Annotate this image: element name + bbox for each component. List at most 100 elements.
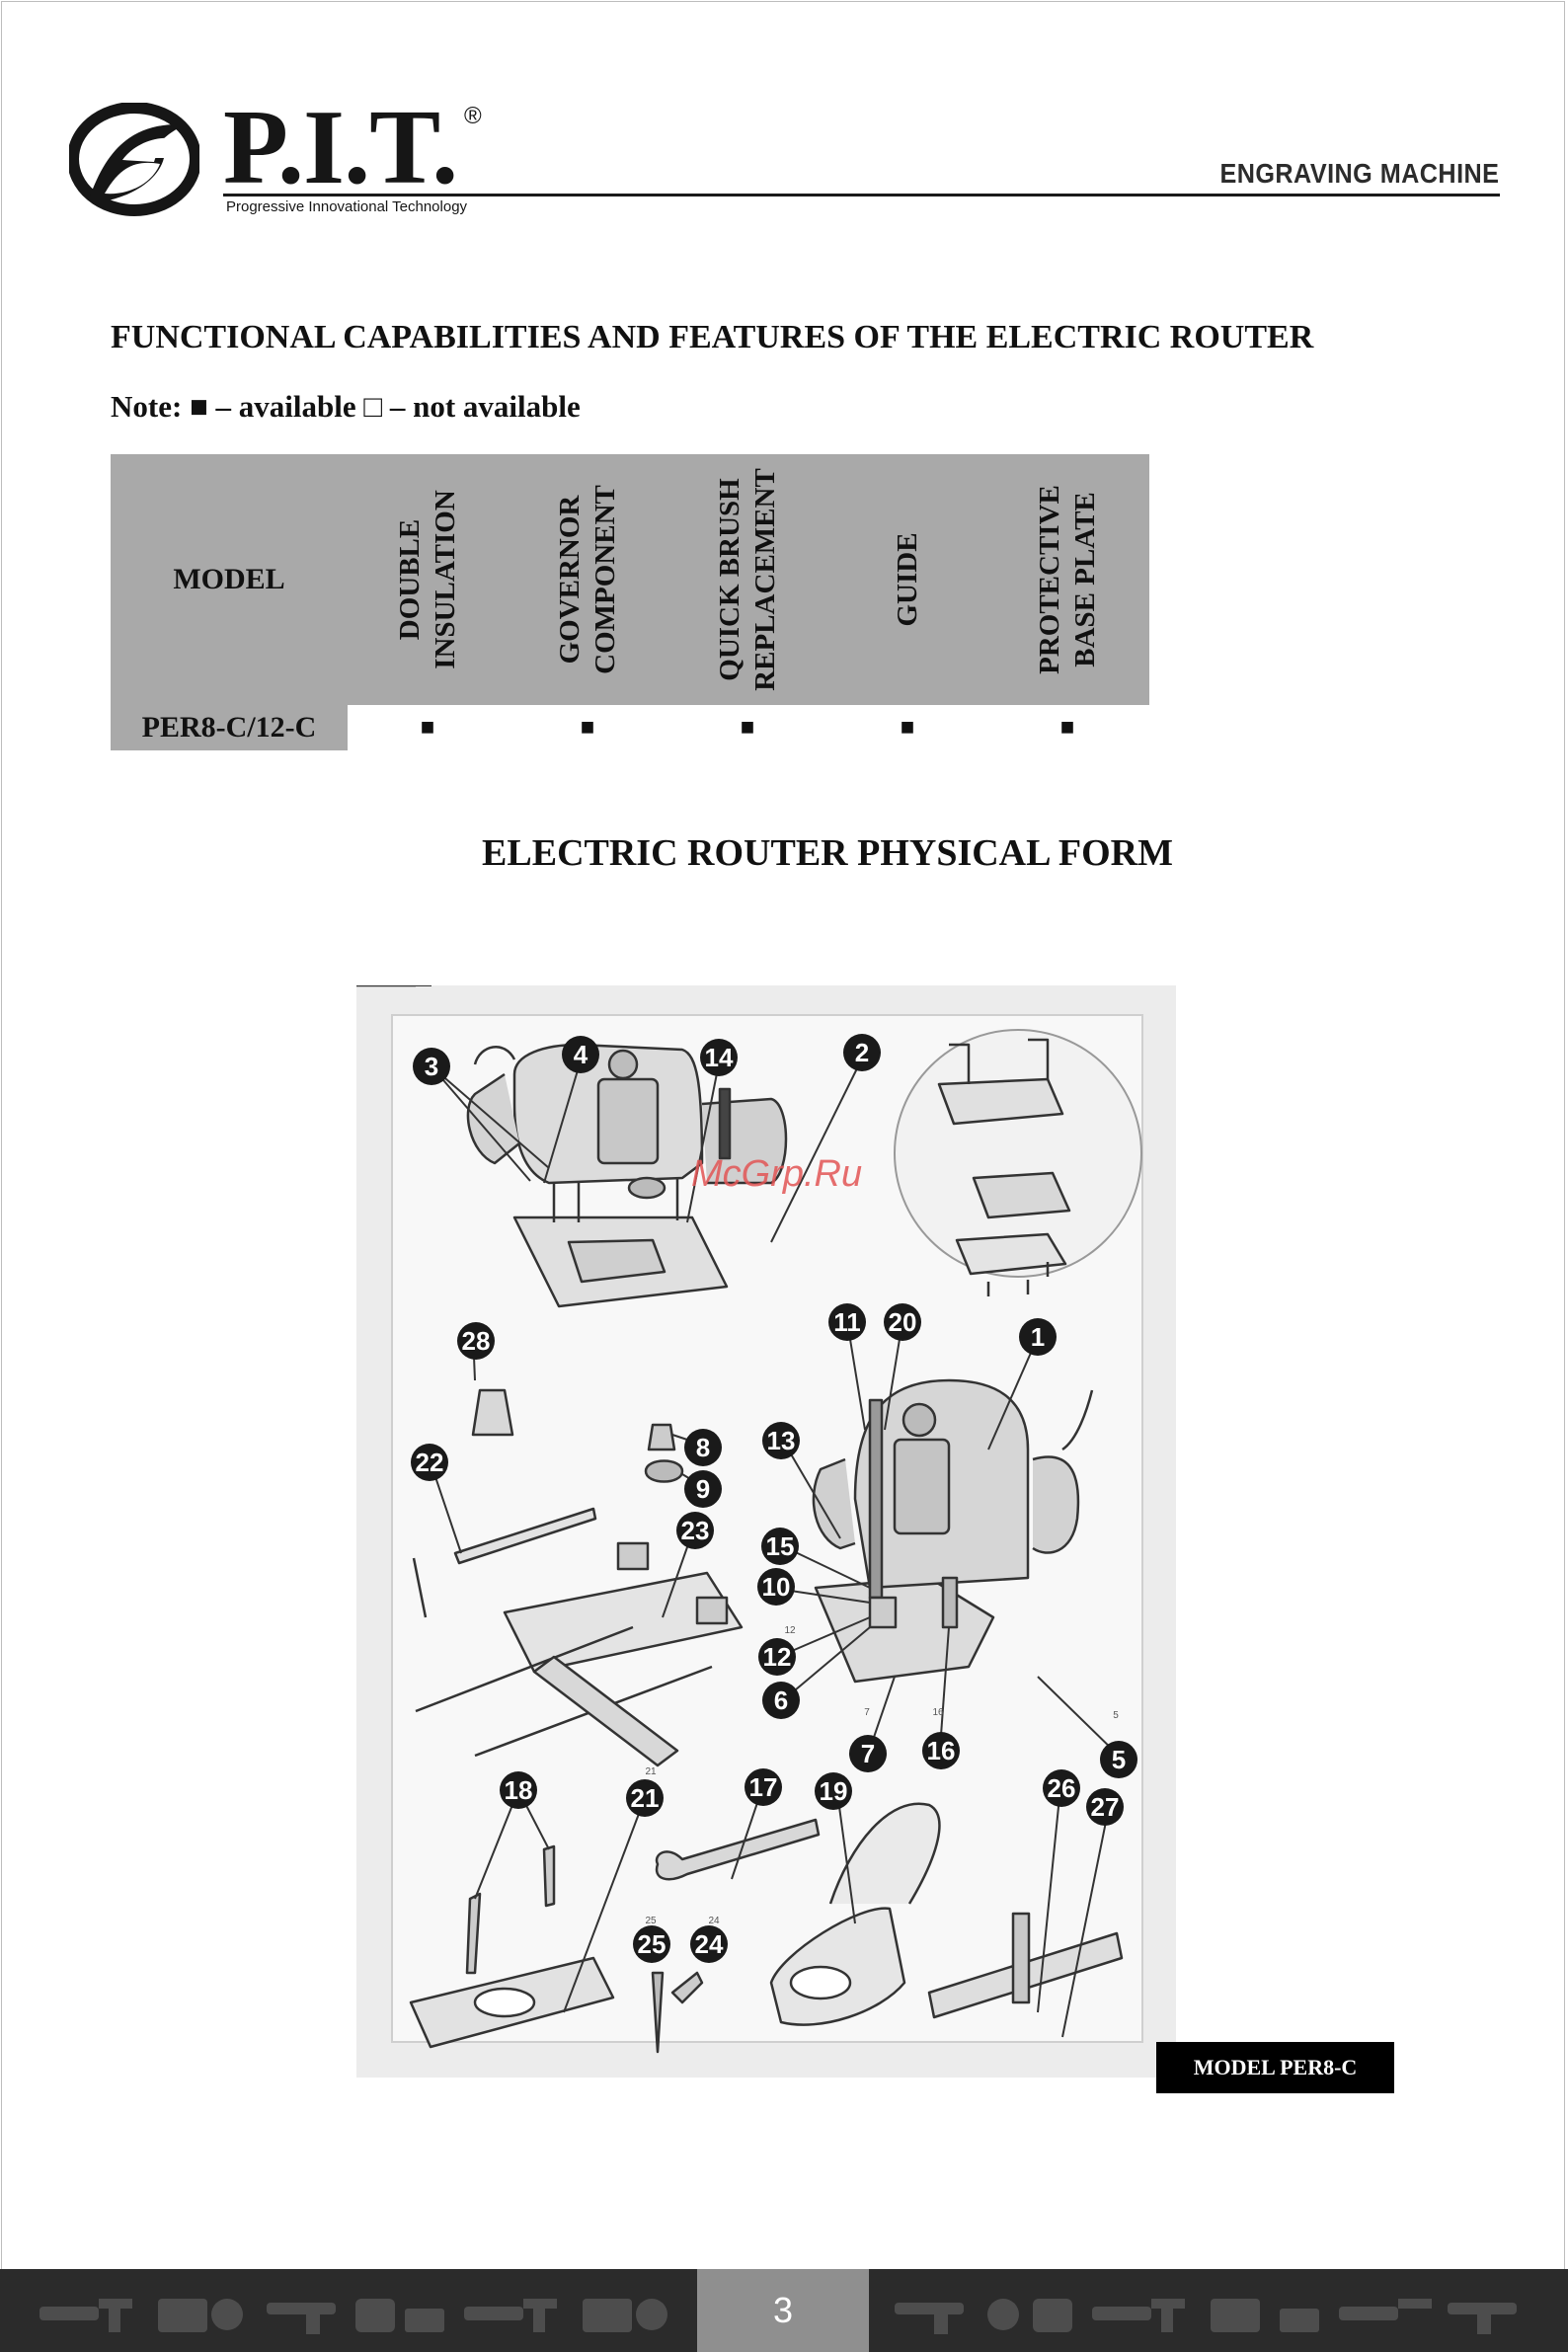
callout-20: 20 <box>884 1303 921 1341</box>
small-label-24: 24 <box>708 1916 720 1926</box>
callout-22: 22 <box>411 1444 448 1481</box>
callout-24: 24 <box>690 1925 728 1963</box>
table-header-model: MODEL <box>173 563 285 595</box>
table-header-double-insulation: DOUBLE INSULATION <box>394 490 461 669</box>
model-label: MODEL PER8-C <box>1156 2042 1394 2093</box>
small-label-16: 16 <box>932 1707 944 1718</box>
svg-text:6: 6 <box>774 1686 788 1715</box>
callout-26: 26 <box>1043 1769 1080 1807</box>
watermark-text: McGrp.Ru <box>691 1153 863 1195</box>
callout-11: 11 <box>828 1303 866 1341</box>
svg-text:26: 26 <box>1048 1773 1076 1803</box>
callout-6: 6 <box>762 1682 800 1719</box>
svg-text:10: 10 <box>762 1572 791 1602</box>
callout-15: 15 <box>761 1528 799 1565</box>
callout-17: 17 <box>745 1768 782 1806</box>
svg-text:15: 15 <box>766 1531 795 1561</box>
pit-logo-icon <box>69 103 199 216</box>
callout-7: 7 <box>849 1735 887 1772</box>
router-side-view <box>812 1378 1094 1684</box>
table-cell-available: ■ <box>1059 714 1075 741</box>
svg-text:20: 20 <box>889 1307 917 1337</box>
svg-text:19: 19 <box>820 1776 848 1806</box>
svg-text:27: 27 <box>1091 1792 1120 1822</box>
callout-23: 23 <box>676 1512 714 1549</box>
small-label-7: 7 <box>864 1707 870 1718</box>
part-collet-28 <box>471 1388 514 1437</box>
part-nut-9 <box>644 1459 684 1483</box>
callout-19: 19 <box>815 1772 852 1810</box>
table-cell-available: ■ <box>900 714 915 741</box>
table-cell-available: ■ <box>740 714 755 741</box>
svg-text:24: 24 <box>695 1929 724 1959</box>
table-row-model: PER8-C/12-C <box>111 705 348 750</box>
table-header-governor-component: GOVERNOR COMPONENT <box>554 485 621 674</box>
callout-10: 10 <box>757 1568 795 1606</box>
callout-2: 2 <box>843 1034 881 1071</box>
part-screw-18b <box>542 1844 556 1908</box>
part-screw-25 <box>651 1971 665 2054</box>
svg-text:13: 13 <box>767 1426 796 1455</box>
svg-text:14: 14 <box>705 1043 734 1072</box>
brand-tagline: Progressive Innovational Technology <box>226 198 468 215</box>
part-knob-24 <box>670 1971 704 2004</box>
part-pin-27 <box>1011 1912 1031 2004</box>
router-exploded-diagram: 3 4 14 2 28 22 8 9 23 11 20 1 13 15 10 1… <box>356 985 1176 2078</box>
svg-text:8: 8 <box>696 1433 710 1462</box>
small-label-5: 5 <box>1113 1710 1119 1721</box>
table-cell-available: ■ <box>580 714 595 741</box>
callout-16: 16 <box>922 1732 960 1769</box>
table-header-guide: GUIDE <box>892 532 923 627</box>
part-collet-8 <box>647 1423 676 1451</box>
callout-5: 5 <box>1100 1741 1137 1778</box>
page-number: 3 <box>697 2269 869 2352</box>
svg-text:16: 16 <box>927 1736 956 1765</box>
svg-text:3: 3 <box>425 1052 438 1081</box>
svg-text:22: 22 <box>416 1448 444 1477</box>
footer-tool-icons-left-icon <box>39 2299 667 2334</box>
callout-28: 28 <box>457 1322 495 1360</box>
svg-text:7: 7 <box>861 1739 875 1768</box>
section-title: ENGRAVING MACHINE <box>1219 158 1499 189</box>
callout-18: 18 <box>500 1771 537 1809</box>
svg-text:17: 17 <box>749 1772 778 1802</box>
callout-12: 12 <box>758 1638 796 1676</box>
callout-8: 8 <box>684 1429 722 1466</box>
table-header-band <box>111 454 1149 705</box>
callout-1: 1 <box>1019 1318 1057 1356</box>
svg-text:25: 25 <box>638 1929 666 1959</box>
table-header-quick-brush: QUICK BRUSH REPLACEMENT <box>714 468 781 691</box>
part-wrench-17 <box>655 1818 821 1881</box>
table-header-protective-base: PROTECTIVE BASE PLATE <box>1034 485 1101 674</box>
svg-text:2: 2 <box>855 1038 869 1067</box>
features-heading: FUNCTIONAL CAPABILITIES AND FEATURES OF … <box>111 319 1314 355</box>
part-rod-22 <box>453 1507 597 1565</box>
small-label-25: 25 <box>645 1916 657 1926</box>
inset-base-plate-view <box>894 1029 1142 1296</box>
callout-14: 14 <box>700 1039 738 1076</box>
svg-text:5: 5 <box>1112 1745 1126 1774</box>
svg-text:12: 12 <box>763 1642 792 1672</box>
registered-mark: ® <box>464 103 482 129</box>
brand-name: P.I.T. <box>223 89 458 206</box>
svg-text:23: 23 <box>681 1516 710 1545</box>
features-table: MODEL DOUBLE INSULATION GOVERNOR COMPONE… <box>111 454 1149 750</box>
availability-note: Note: ■ – available □ – not available <box>111 389 581 424</box>
svg-text:18: 18 <box>505 1775 533 1805</box>
svg-text:11: 11 <box>833 1307 861 1337</box>
svg-text:9: 9 <box>696 1474 710 1504</box>
callout-21: 21 <box>626 1779 664 1817</box>
callout-27: 27 <box>1086 1788 1124 1826</box>
svg-text:28: 28 <box>462 1326 491 1356</box>
small-label-21: 21 <box>645 1766 657 1777</box>
svg-text:21: 21 <box>631 1783 660 1813</box>
svg-text:1: 1 <box>1031 1322 1045 1352</box>
table-cell-available: ■ <box>420 714 435 741</box>
router-top-view <box>466 1043 788 1308</box>
callout-4: 4 <box>562 1036 599 1073</box>
part-parallel-guide-23 <box>356 985 744 1767</box>
callout-13: 13 <box>762 1422 800 1459</box>
callout-9: 9 <box>684 1470 722 1508</box>
small-label-12: 12 <box>784 1625 796 1636</box>
footer-tool-icons-right-icon <box>895 2299 1517 2334</box>
